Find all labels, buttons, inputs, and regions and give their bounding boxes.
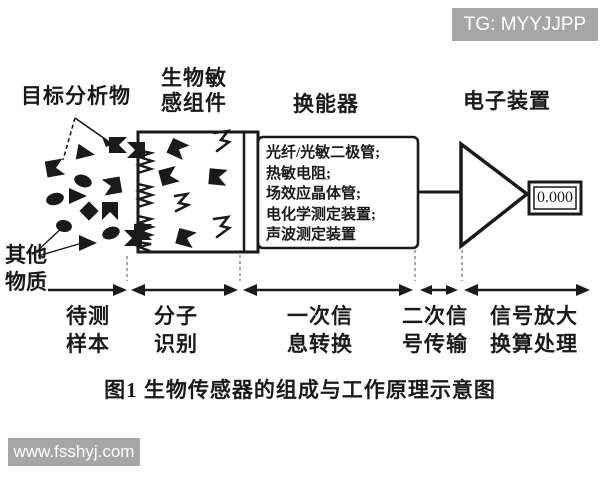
label-other-substances-line1: 其他 xyxy=(5,243,47,267)
transducer-option: 声波测定装置 xyxy=(266,227,357,243)
label-transducer: 换能器 xyxy=(293,92,359,116)
bound-molecules xyxy=(134,137,228,249)
watermark-text: www.fsshyj.com xyxy=(13,442,135,461)
sample-molecules xyxy=(44,137,145,251)
free-receptor-squiggles xyxy=(173,129,232,239)
stage-label-secondary-transmission: 二次信 号传输 xyxy=(385,302,485,358)
stage-label-line: 换算处理 xyxy=(490,332,578,356)
transducer-option: 电化学测定装置; xyxy=(266,206,376,223)
stage-label-line: 识别 xyxy=(154,332,198,356)
stage-label-line: 号传输 xyxy=(402,332,468,356)
target-analyte-pointer-solid xyxy=(74,117,109,142)
banner-text: TG: MYYJJPP xyxy=(463,14,587,35)
transducer-option: 热敏电阻; xyxy=(266,165,331,182)
stage-label-line: 信号放大 xyxy=(490,304,578,328)
receptor-comb-notches xyxy=(134,148,157,253)
label-bio-component-line2: 感组件 xyxy=(161,91,227,115)
stage-label-primary-conversion: 一次信 息转换 xyxy=(258,302,382,358)
stage-label-molecular-recognition: 分子 识别 xyxy=(126,302,226,358)
stage-label-line: 二次信 xyxy=(402,304,468,328)
transducer-option: 场效应晶体管; xyxy=(266,186,361,202)
figure-caption: 图1 生物传感器的组成与工作原理示意图 xyxy=(104,378,496,402)
label-other-substances: 其他 物质 xyxy=(0,242,52,296)
label-target-analyte: 目标分析物 xyxy=(21,84,131,108)
stage-label-line: 待测 xyxy=(66,304,110,328)
stage-arrows xyxy=(48,284,590,296)
bio-membrane-box xyxy=(136,130,260,254)
transducer-option: 光纤/光敏二极管; xyxy=(266,145,381,161)
watermark-box: www.fsshyj.com xyxy=(8,438,140,466)
stage-label-signal-amplification: 信号放大 换算处理 xyxy=(477,302,591,358)
stage-label-sample: 待测 样本 xyxy=(38,302,138,358)
display-box-inner xyxy=(533,186,577,210)
stage-label-line: 分子 xyxy=(154,304,198,328)
stage-label-line: 一次信 xyxy=(287,304,353,328)
stage-label-line: 息转换 xyxy=(287,332,353,356)
label-electronic-device: 电子装置 xyxy=(463,89,551,113)
label-bio-component-line1: 生物敏 xyxy=(161,66,227,90)
other-substances-pointer-2 xyxy=(37,242,83,257)
amplifier-triangle xyxy=(459,140,530,250)
stage-label-line: 样本 xyxy=(66,332,110,356)
target-analyte-pointer-dashed xyxy=(62,117,76,161)
transducer-options-list: 光纤/光敏二极管; 热敏电阻; 场效应晶体管; 电化学测定装置; 声波测定装置 xyxy=(266,143,414,246)
label-bio-component: 生物敏 感组件 xyxy=(150,66,238,116)
label-other-substances-line2: 物质 xyxy=(5,270,47,294)
stage-boundary-dashed-lines xyxy=(126,250,463,281)
display-readout: 0.000 xyxy=(537,189,573,206)
banner-tag: TG: MYYJJPP xyxy=(452,8,598,41)
